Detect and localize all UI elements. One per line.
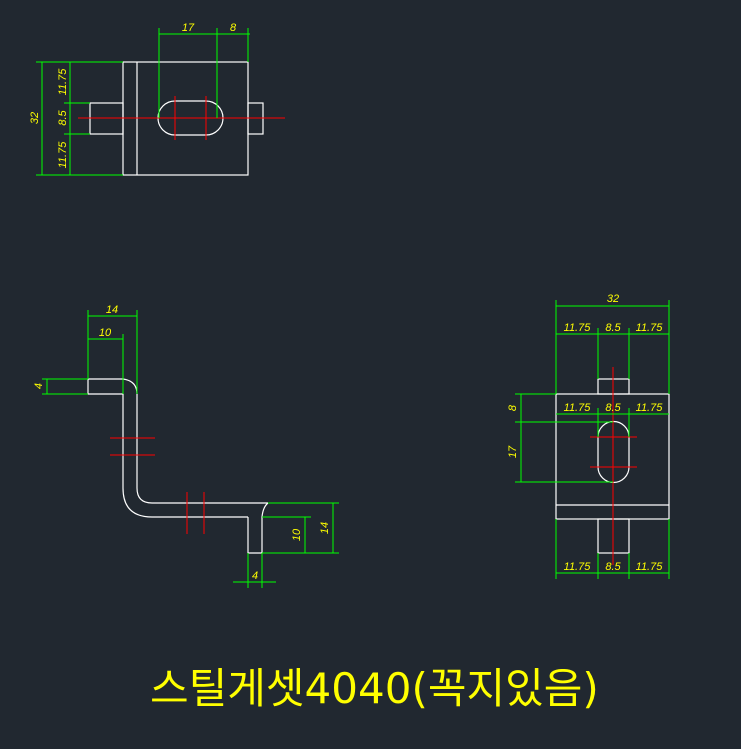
dim-top-11-75-lower: 11.75 bbox=[57, 141, 69, 169]
side-view-dimensions: 14 10 4 10 14 4 bbox=[33, 304, 339, 588]
dim-top-8-5: 8.5 bbox=[57, 109, 69, 125]
side-view-break-marks bbox=[110, 437, 205, 534]
dim-front-r3-11-75-right: 11.75 bbox=[636, 561, 664, 573]
dim-side-4-bottom: 4 bbox=[252, 570, 258, 582]
dim-top-8: 8 bbox=[230, 22, 237, 34]
front-view-centerlines bbox=[590, 367, 637, 565]
dim-front-r1-11-75-right: 11.75 bbox=[636, 322, 664, 334]
front-view-dimensions: 32 11.75 8.5 11.75 8 11.75 8.5 11.75 17 … bbox=[507, 293, 670, 579]
dim-front-17: 17 bbox=[507, 445, 519, 458]
dim-side-10-right: 10 bbox=[291, 528, 303, 541]
dim-front-r1-8-5: 8.5 bbox=[605, 322, 621, 334]
dim-top-11-75-upper: 11.75 bbox=[57, 68, 69, 96]
top-view: 17 8 32 11.75 8.5 11.75 bbox=[29, 22, 285, 176]
dim-front-r2-11-75-right: 11.75 bbox=[636, 402, 664, 414]
dim-side-14-top: 14 bbox=[106, 304, 118, 316]
top-view-dimensions: 17 8 32 11.75 8.5 11.75 bbox=[29, 22, 250, 176]
dim-side-14-right: 14 bbox=[319, 522, 331, 534]
side-view: 14 10 4 10 14 4 bbox=[33, 304, 339, 588]
dim-front-r1-11-75-left: 11.75 bbox=[564, 322, 592, 334]
dim-side-4-left: 4 bbox=[33, 383, 45, 389]
dim-front-r3-11-75-left: 11.75 bbox=[564, 561, 592, 573]
dim-front-r2-8-5: 8.5 bbox=[605, 402, 621, 414]
dim-top-17: 17 bbox=[182, 22, 195, 34]
dim-front-r2-11-75-left: 11.75 bbox=[564, 402, 592, 414]
drawing-title: 스틸게셋4040(꼭지있음) bbox=[150, 664, 599, 713]
front-view: 32 11.75 8.5 11.75 8 11.75 8.5 11.75 17 … bbox=[507, 293, 670, 579]
top-view-centerlines bbox=[78, 96, 285, 140]
dim-side-10-top: 10 bbox=[99, 327, 112, 339]
dim-front-r3-8-5: 8.5 bbox=[605, 561, 621, 573]
side-view-outline bbox=[87, 378, 269, 554]
dim-front-32: 32 bbox=[607, 293, 619, 305]
dim-front-8: 8 bbox=[507, 404, 519, 411]
dim-top-32: 32 bbox=[29, 112, 41, 124]
